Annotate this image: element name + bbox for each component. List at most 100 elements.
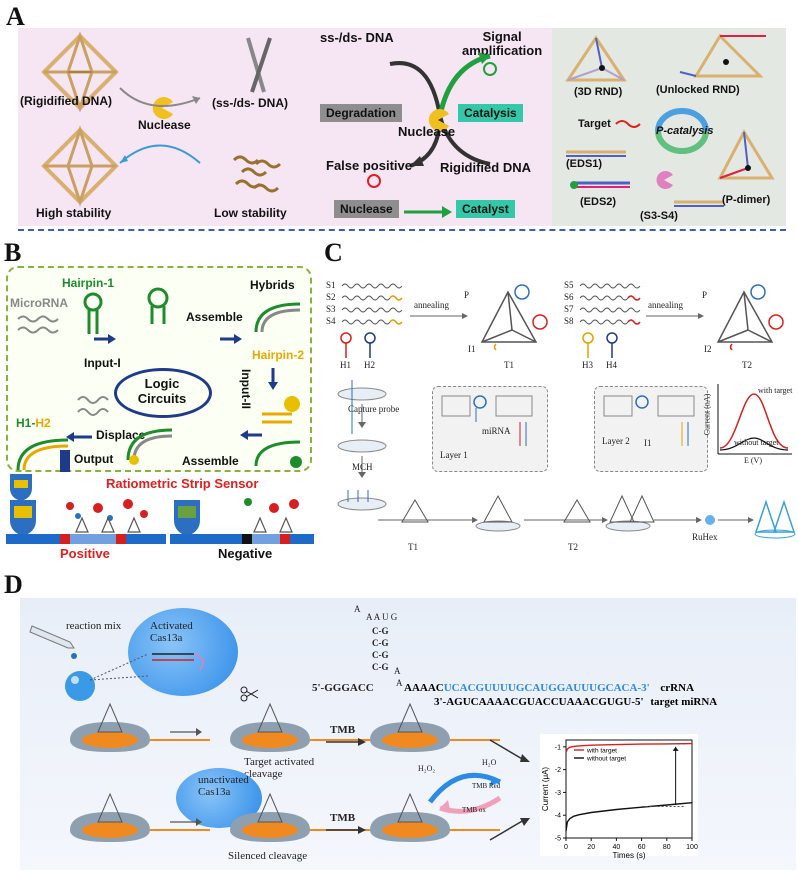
stem-pair-2: C-G xyxy=(372,638,389,648)
t2-label: T2 xyxy=(742,360,752,370)
loop-side-a2: A xyxy=(394,666,401,676)
stem-pair-1: C-G xyxy=(372,626,389,636)
pipette-icon xyxy=(29,625,77,659)
tetrahedron-t2-icon xyxy=(716,284,784,351)
layer1-label: Layer 1 xyxy=(440,450,468,460)
strand-s3-label: S3 xyxy=(326,304,336,314)
output-label: Output xyxy=(74,452,114,466)
degraded-dna-icon xyxy=(232,155,282,193)
delta-arrow-head xyxy=(672,746,679,751)
dpv-with-target-label: with target xyxy=(758,386,793,395)
strands-left-waves xyxy=(341,283,403,325)
target-seq: 3'-AGUCAAAACGUACCUAAACGUGU-5' xyxy=(434,696,644,708)
nuclease-left-label: Nuclease xyxy=(138,118,191,132)
nuclease-pink-icon xyxy=(656,171,673,189)
eds1-label: (EDS1) xyxy=(566,158,603,170)
displace-arrow xyxy=(66,432,92,442)
3d-rnd-label: (3D RND) xyxy=(574,86,623,98)
dpv-with-target-line xyxy=(719,393,789,449)
degradation-box: Degradation xyxy=(320,104,403,122)
logic-circuits-label: Logic Circuits xyxy=(137,376,187,406)
strip-sensor-label: Ratiometric Strip Sensor xyxy=(106,476,259,491)
panel-a-dashed-line xyxy=(18,229,786,231)
h2o-label: H₂O xyxy=(482,758,497,767)
ss-ds-dna-label: (ss-/ds- DNA) xyxy=(212,96,289,110)
assemble-top-arrow xyxy=(220,334,242,344)
layer2-box xyxy=(594,386,708,472)
positive-strip-icon xyxy=(6,499,166,544)
panel-c-letter: C xyxy=(324,238,343,267)
ss-ds-dna-top-label: ss-/ds- DNA xyxy=(320,30,394,45)
assemble-bottom-arrow xyxy=(240,430,262,440)
microrna-recycle-icon xyxy=(77,396,109,416)
x-tick-label-5: 100 xyxy=(686,844,698,851)
panel-b: B Hairpin-1 MicroRNA Assemble Hybrids In… xyxy=(0,236,318,568)
false-positive-label: False positive xyxy=(326,158,412,173)
p2-label: P xyxy=(702,290,708,300)
nuclease-center-label: Nuclease xyxy=(398,124,456,139)
nuclease-to-catalyst-arrow xyxy=(404,206,452,218)
microrna-wave-icon xyxy=(17,315,59,334)
target-label: Target xyxy=(578,118,611,130)
layer2-hairpins-icon xyxy=(603,395,695,446)
catalysis-box: Catalysis xyxy=(458,104,523,122)
strand-s4-label: S4 xyxy=(326,316,336,326)
x-axis-label: Times (s) xyxy=(612,851,645,860)
scissors-icon xyxy=(240,686,259,702)
tmb-2-arrow xyxy=(326,826,366,834)
stem-pair-4: C-G xyxy=(372,662,389,672)
negative-strip-icon xyxy=(170,498,314,544)
activated-cas13a-blob xyxy=(128,608,238,696)
loop-side-a1: A xyxy=(354,604,361,614)
target-strand-icon xyxy=(615,120,641,128)
hybrid-duplex-icon xyxy=(254,302,301,333)
assemble-bottom-hairpin-icon xyxy=(126,428,173,465)
high-stability-label: High stability xyxy=(36,206,112,220)
hybrids-label: Hybrids xyxy=(250,278,295,292)
h4-label: H4 xyxy=(606,360,617,370)
i2-label: I2 xyxy=(704,344,712,354)
x-tick-label-4: 80 xyxy=(663,844,671,851)
y-tick-label-4: -5 xyxy=(555,836,561,843)
crrna-duplex-icon xyxy=(152,653,204,671)
eds2-strand-icon xyxy=(570,181,630,189)
h2-text: H2 xyxy=(35,416,51,430)
h2o2-label: H₂O₂ xyxy=(418,764,436,773)
unactivated-cas13a-label: unactivated Cas13a xyxy=(198,774,249,798)
nuclease-center-pacman-icon xyxy=(428,109,449,131)
layer2-label: Layer 2 xyxy=(602,436,630,446)
loop-top-label: A A U G xyxy=(366,612,398,622)
t2-bottom-label: T2 xyxy=(568,542,578,552)
unlocked-rnd-icon xyxy=(679,33,766,78)
sad-icon xyxy=(367,174,381,188)
chart-arrows xyxy=(489,739,530,841)
hairpin-h3-h4-icon xyxy=(582,332,618,358)
layer1-hairpins-icon xyxy=(441,395,533,446)
x-tick-label-0: 0 xyxy=(564,844,568,851)
target-mirna-sequence: 3'-AGUCAAAACGUACCUAAACGUGU-5' target miR… xyxy=(434,696,717,708)
electrode-steps-icon xyxy=(337,380,387,511)
assemble-bottom-label: Assemble xyxy=(182,454,239,468)
target-mirna-label: target miRNA xyxy=(650,696,718,708)
hairpin2-label: Hairpin-2 xyxy=(252,348,305,362)
t1-bottom-tetra-icon xyxy=(401,499,429,523)
pdimer-label: (P-dimer) xyxy=(722,194,771,206)
strip-shield-icon xyxy=(10,474,32,501)
rigidified-dna-center-label: Rigidified DNA xyxy=(440,160,531,175)
catalyst-box: Catalyst xyxy=(456,200,515,218)
h1-label: H1 xyxy=(340,360,351,370)
tmb-redox-cycle-icon xyxy=(428,772,502,814)
rigidified-dna-label: (Rigidified DNA) xyxy=(20,94,112,108)
panel-c: C S1 S2 S3 S4 annealing P I1 H1 H2 T1 xyxy=(318,236,798,568)
panel-a: A (Rigidified DNA) High stability Nuclea… xyxy=(0,0,798,232)
input2-arrow xyxy=(268,368,278,390)
tmb-2-label: TMB xyxy=(330,812,356,824)
h2-label: H2 xyxy=(364,360,375,370)
annealing-2-arrow xyxy=(646,313,704,319)
smile-icon xyxy=(483,62,497,76)
i1-layer-label: I1 xyxy=(644,438,652,448)
tmb-red-label: TMB Red xyxy=(472,782,501,790)
y-tick-label-0: -1 xyxy=(555,744,561,751)
